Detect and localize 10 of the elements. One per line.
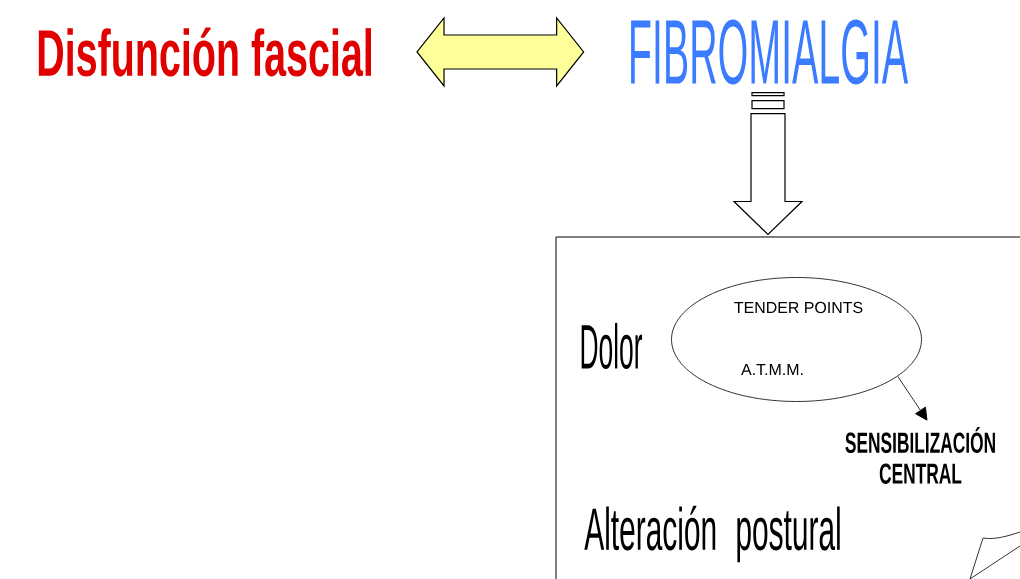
dolor-label: Dolor <box>581 322 643 370</box>
posture-label: Alteración postural <box>584 505 840 563</box>
heading-text: FIBROMIALGIA <box>631 19 909 85</box>
outcome-text: SENSIBILIZACIÓN CENTRAL <box>845 427 995 484</box>
double-arrow <box>416 16 585 88</box>
title-text: Disfunción fascial <box>38 27 371 77</box>
arrow <box>897 375 928 421</box>
ellipse-text: TENDER POINTS <box>734 301 863 314</box>
down-arrow <box>732 92 804 236</box>
ellipse-text: A.T.M.M. <box>741 364 803 375</box>
